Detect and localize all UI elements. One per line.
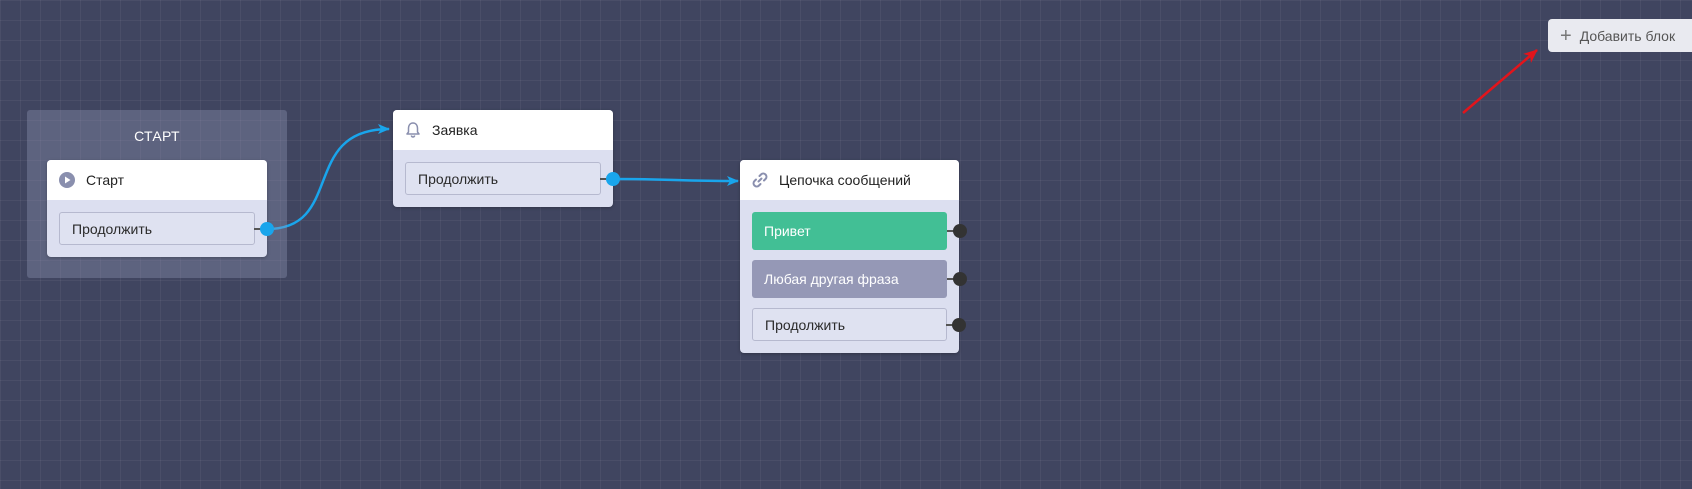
request-continue-label: Продолжить bbox=[418, 170, 499, 187]
hello-label: Привет bbox=[764, 223, 811, 239]
hello-output-port[interactable] bbox=[953, 224, 967, 238]
message-chain-node-title: Цепочка сообщений bbox=[779, 172, 911, 188]
chain-continue-label: Продолжить bbox=[765, 316, 846, 333]
annotation-arrow bbox=[1462, 49, 1538, 114]
bell-icon bbox=[403, 120, 423, 140]
port-stub bbox=[600, 177, 608, 180]
start-group-title: СТАРТ bbox=[134, 128, 180, 144]
add-block-label: Добавить блок bbox=[1579, 27, 1676, 44]
start-node-body: Продолжить bbox=[47, 200, 274, 257]
add-block-button[interactable]: + Добавить блок bbox=[1548, 19, 1692, 52]
message-chain-node[interactable]: Цепочка сообщений Привет Любая другая фр… bbox=[740, 160, 967, 353]
connector-request-to-chain bbox=[612, 175, 739, 186]
request-node-title: Заявка bbox=[432, 122, 478, 138]
request-output-port[interactable] bbox=[606, 171, 620, 186]
start-output-port[interactable] bbox=[260, 221, 274, 236]
start-node-title: Старт bbox=[86, 172, 125, 188]
port-stub bbox=[947, 278, 955, 280]
link-icon bbox=[750, 170, 770, 190]
plus-icon: + bbox=[1560, 24, 1572, 47]
start-continue-button[interactable]: Продолжить bbox=[59, 212, 274, 245]
port-stub bbox=[947, 230, 955, 232]
message-chain-node-header[interactable]: Цепочка сообщений bbox=[740, 160, 959, 200]
start-node-header[interactable]: Старт bbox=[47, 160, 267, 200]
play-icon bbox=[57, 170, 77, 190]
request-continue-button[interactable]: Продолжить bbox=[405, 162, 620, 195]
hello-button[interactable]: Привет bbox=[752, 212, 967, 250]
chain-continue-output-port[interactable] bbox=[952, 317, 966, 332]
request-node-body: Продолжить bbox=[393, 150, 620, 207]
chain-continue-button[interactable]: Продолжить bbox=[752, 308, 966, 341]
request-node-header[interactable]: Заявка bbox=[393, 110, 613, 150]
port-stub bbox=[946, 323, 954, 326]
any-other-phrase-output-port[interactable] bbox=[953, 272, 967, 286]
any-other-phrase-label: Любая другая фраза bbox=[764, 271, 899, 287]
message-chain-node-body: Привет Любая другая фраза Продолжить bbox=[740, 200, 967, 353]
any-other-phrase-button[interactable]: Любая другая фраза bbox=[752, 260, 967, 298]
port-stub bbox=[254, 227, 262, 230]
start-node[interactable]: Старт Продолжить bbox=[47, 160, 274, 257]
request-node[interactable]: Заявка Продолжить bbox=[393, 110, 620, 207]
start-continue-label: Продолжить bbox=[72, 220, 153, 237]
